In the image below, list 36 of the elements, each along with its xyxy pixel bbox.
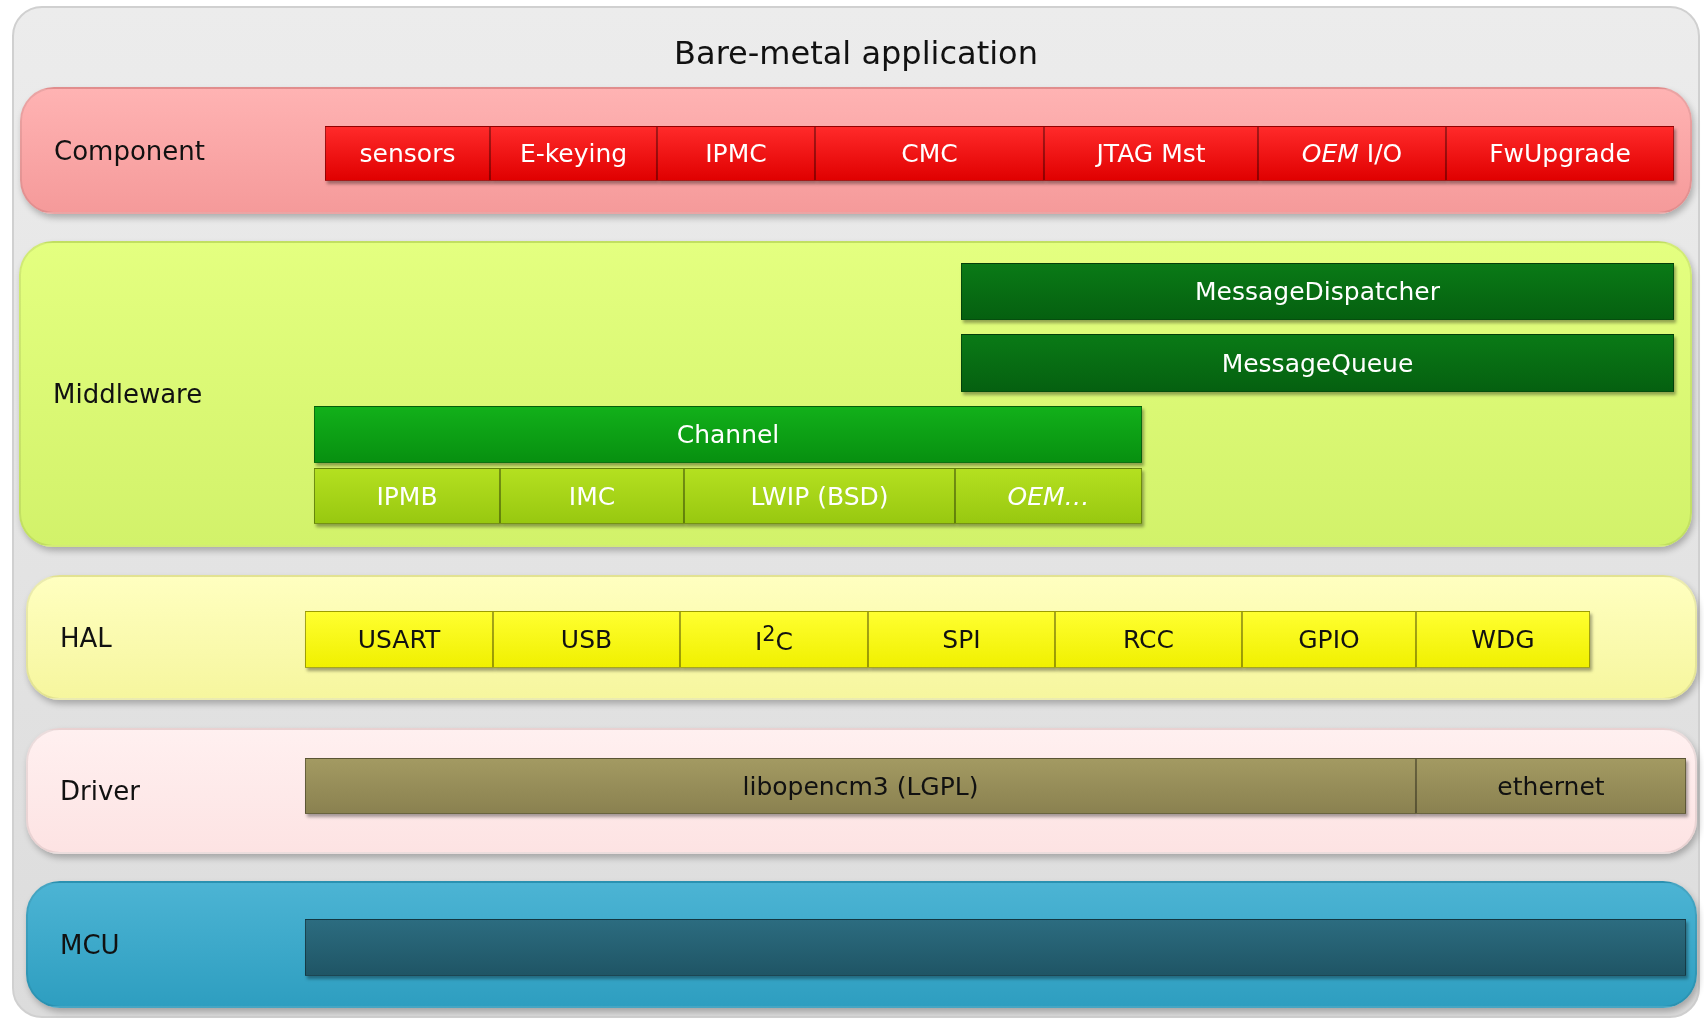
chip-bar	[305, 919, 1686, 976]
layer-label: MCU	[60, 929, 120, 960]
module-box: ethernet	[1416, 758, 1686, 814]
module-box: WDG	[1416, 611, 1590, 668]
module-box: RCC	[1055, 611, 1242, 668]
module-box: LWIP (BSD)	[684, 468, 955, 524]
panel-title: Bare-metal application	[673, 34, 1039, 72]
module-box: MessageDispatcher	[961, 263, 1674, 320]
application-panel	[12, 6, 1700, 1018]
module-box: I$^{2}$C	[680, 611, 868, 668]
module-box: libopencm3 (LGPL)	[305, 758, 1416, 814]
layer-band	[26, 881, 1697, 1008]
module-box: E-keying	[490, 126, 657, 181]
module-box: SPI	[868, 611, 1055, 668]
module-box: IMC	[500, 468, 684, 524]
module-box: USB	[493, 611, 680, 668]
layer-label: HAL	[60, 622, 112, 653]
module-box: GPIO	[1242, 611, 1416, 668]
layer-band	[26, 575, 1697, 700]
layer-label: Middleware	[53, 379, 203, 409]
module-box: sensors	[325, 126, 490, 181]
module-box: JTAG Mst	[1044, 126, 1258, 181]
layer-label: Component	[54, 135, 205, 166]
layer-label: Driver	[60, 776, 140, 806]
layer-band	[20, 87, 1692, 214]
layer-band	[26, 728, 1697, 854]
module-box: OEM I/O	[1258, 126, 1446, 181]
module-box: IPMC	[657, 126, 815, 181]
module-box: CMC	[815, 126, 1044, 181]
module-box: MessageQueue	[961, 334, 1674, 392]
module-box: USART	[305, 611, 493, 668]
module-box: FwUpgrade	[1446, 126, 1674, 181]
module-box: Channel	[314, 406, 1142, 463]
module-box: OEM…	[955, 468, 1142, 524]
module-box: IPMB	[314, 468, 500, 524]
layer-band	[19, 241, 1692, 547]
